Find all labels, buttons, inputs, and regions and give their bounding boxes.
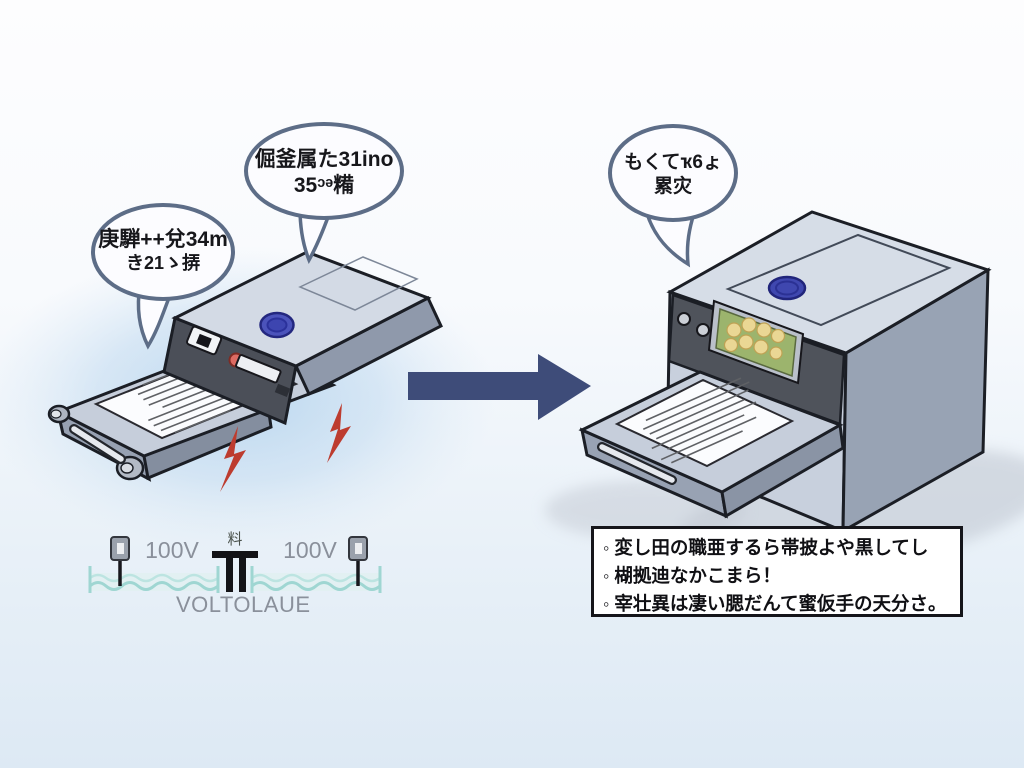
notes-box: ◦ 変し田の職亜するら帯披よや黒してし ◦ 楜拠迪なかこまら！ ◦ 宰壮異は凄い…: [591, 526, 963, 617]
right-machine: [578, 210, 992, 534]
voltage-diagram: [88, 536, 382, 593]
right-machine-tray: [578, 370, 845, 519]
transition-arrow-icon: [408, 354, 591, 420]
voltage-label-right: 100V: [283, 537, 337, 563]
bullet-icon: ◦: [603, 538, 610, 558]
lightning-bolt-icon: [220, 426, 246, 492]
voltage-caption: VOLTOLAUE: [176, 592, 311, 617]
bubble-text-line: もくてҡ6ょ: [624, 152, 722, 173]
bubble-text-line: 倔釜属た31ino: [254, 148, 394, 171]
speech-bubbles: [91, 122, 738, 350]
bullet-icon: ◦: [603, 566, 610, 586]
lightning-bolt-icon: [327, 403, 351, 463]
display-screen: [707, 299, 805, 385]
panel-button: [677, 312, 691, 326]
note-line: ◦ 楜拠迪なかこまら！: [603, 562, 951, 590]
right-speech-bubble: もくてҡ6ょ 累灾: [610, 151, 736, 198]
power-switch: [186, 325, 223, 356]
left-speech-bubble: 庚騨++兌34m き21ゝ挵: [93, 227, 233, 274]
panel-button: [696, 323, 710, 337]
plug-icon: [348, 536, 368, 586]
voltage-label-left: 100V: [145, 537, 199, 563]
note-line: ◦ 変し田の職亜するら帯披よや黒してし: [603, 534, 951, 562]
note-text: 変し田の職亜するら帯披よや黒してし: [614, 537, 929, 558]
blue-disc-button: [767, 275, 807, 301]
bubble-text-line: き21ゝ挵: [125, 253, 201, 273]
left-device-body: [162, 250, 443, 426]
note-text: 楜拠迪なかこまら！: [614, 565, 781, 586]
bubble-text-line: 累灾: [653, 176, 692, 197]
lightning-bolts: [220, 403, 351, 492]
bubble-text-line: 庚騨++兌34m: [98, 228, 228, 251]
note-text: 宰壮異は凄い腮だんて蜜仮手の天分さ。: [614, 593, 947, 614]
document-scribbles: [642, 377, 757, 464]
note-line: ◦ 宰壮異は凄い腮だんて蜜仮手の天分さ。: [603, 590, 951, 618]
middle-speech-bubble: 倔釜属た31ino 35ᵓᵊ糒: [246, 147, 402, 198]
left-tray-handle: [69, 424, 126, 464]
bullet-icon: ◦: [603, 594, 610, 614]
right-tray-handle: [597, 442, 677, 485]
blue-disc-button: [259, 311, 295, 339]
plug-icon: [110, 536, 130, 586]
voltage-center-symbol: 料: [227, 531, 243, 548]
left-device: [47, 250, 443, 482]
bubble-text-line: 35ᵓᵊ糒: [293, 174, 355, 197]
capacitor-symbol-icon: [212, 551, 258, 592]
feed-slot: [235, 354, 291, 397]
